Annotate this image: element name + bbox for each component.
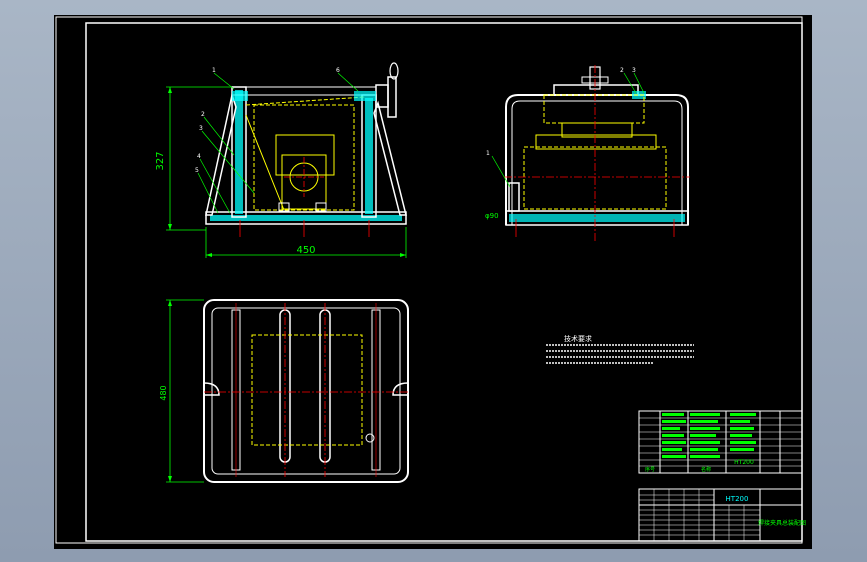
- side-leader-label: 1: [486, 150, 490, 157]
- front-leader-label: 4: [197, 153, 201, 160]
- drawing-viewport[interactable]: 327 450 1 2 3 4 5 6 φ90 1 2: [54, 15, 812, 549]
- front-leader-label: 3: [199, 125, 203, 132]
- inner-frame: [85, 22, 803, 542]
- front-leader-label: 5: [195, 167, 199, 174]
- top-height-dimension: 480: [159, 385, 168, 400]
- title-material: HT200: [726, 495, 749, 503]
- technical-notes: 技术要求: [546, 334, 694, 364]
- outer-frame: [55, 16, 803, 544]
- title-block: HT200 序号 名称 HT200 焊接夹具总装配图: [638, 410, 806, 542]
- side-view[interactable]: [491, 65, 690, 241]
- bom-material: HT200: [734, 459, 754, 466]
- front-leader-label: 2: [201, 111, 205, 118]
- bom-header-name: 名称: [701, 466, 711, 473]
- front-view[interactable]: [166, 62, 407, 258]
- side-leader-label: 3: [632, 67, 636, 74]
- front-leader-label: 6: [336, 67, 340, 74]
- drawing-name: 焊接夹具总装配图: [758, 519, 806, 527]
- notes-title: 技术要求: [564, 334, 592, 343]
- front-width-dimension: 450: [296, 245, 315, 256]
- top-view[interactable]: [166, 299, 409, 483]
- side-leader-label: 2: [620, 67, 624, 74]
- cad-sheet: 327 450 1 2 3 4 5 6 φ90 1 2: [55, 16, 806, 544]
- front-height-dimension: 327: [155, 151, 166, 170]
- bom-header-index: 序号: [645, 466, 655, 473]
- front-leader-label: 1: [212, 67, 216, 74]
- side-diameter-dimension: φ90: [485, 212, 499, 220]
